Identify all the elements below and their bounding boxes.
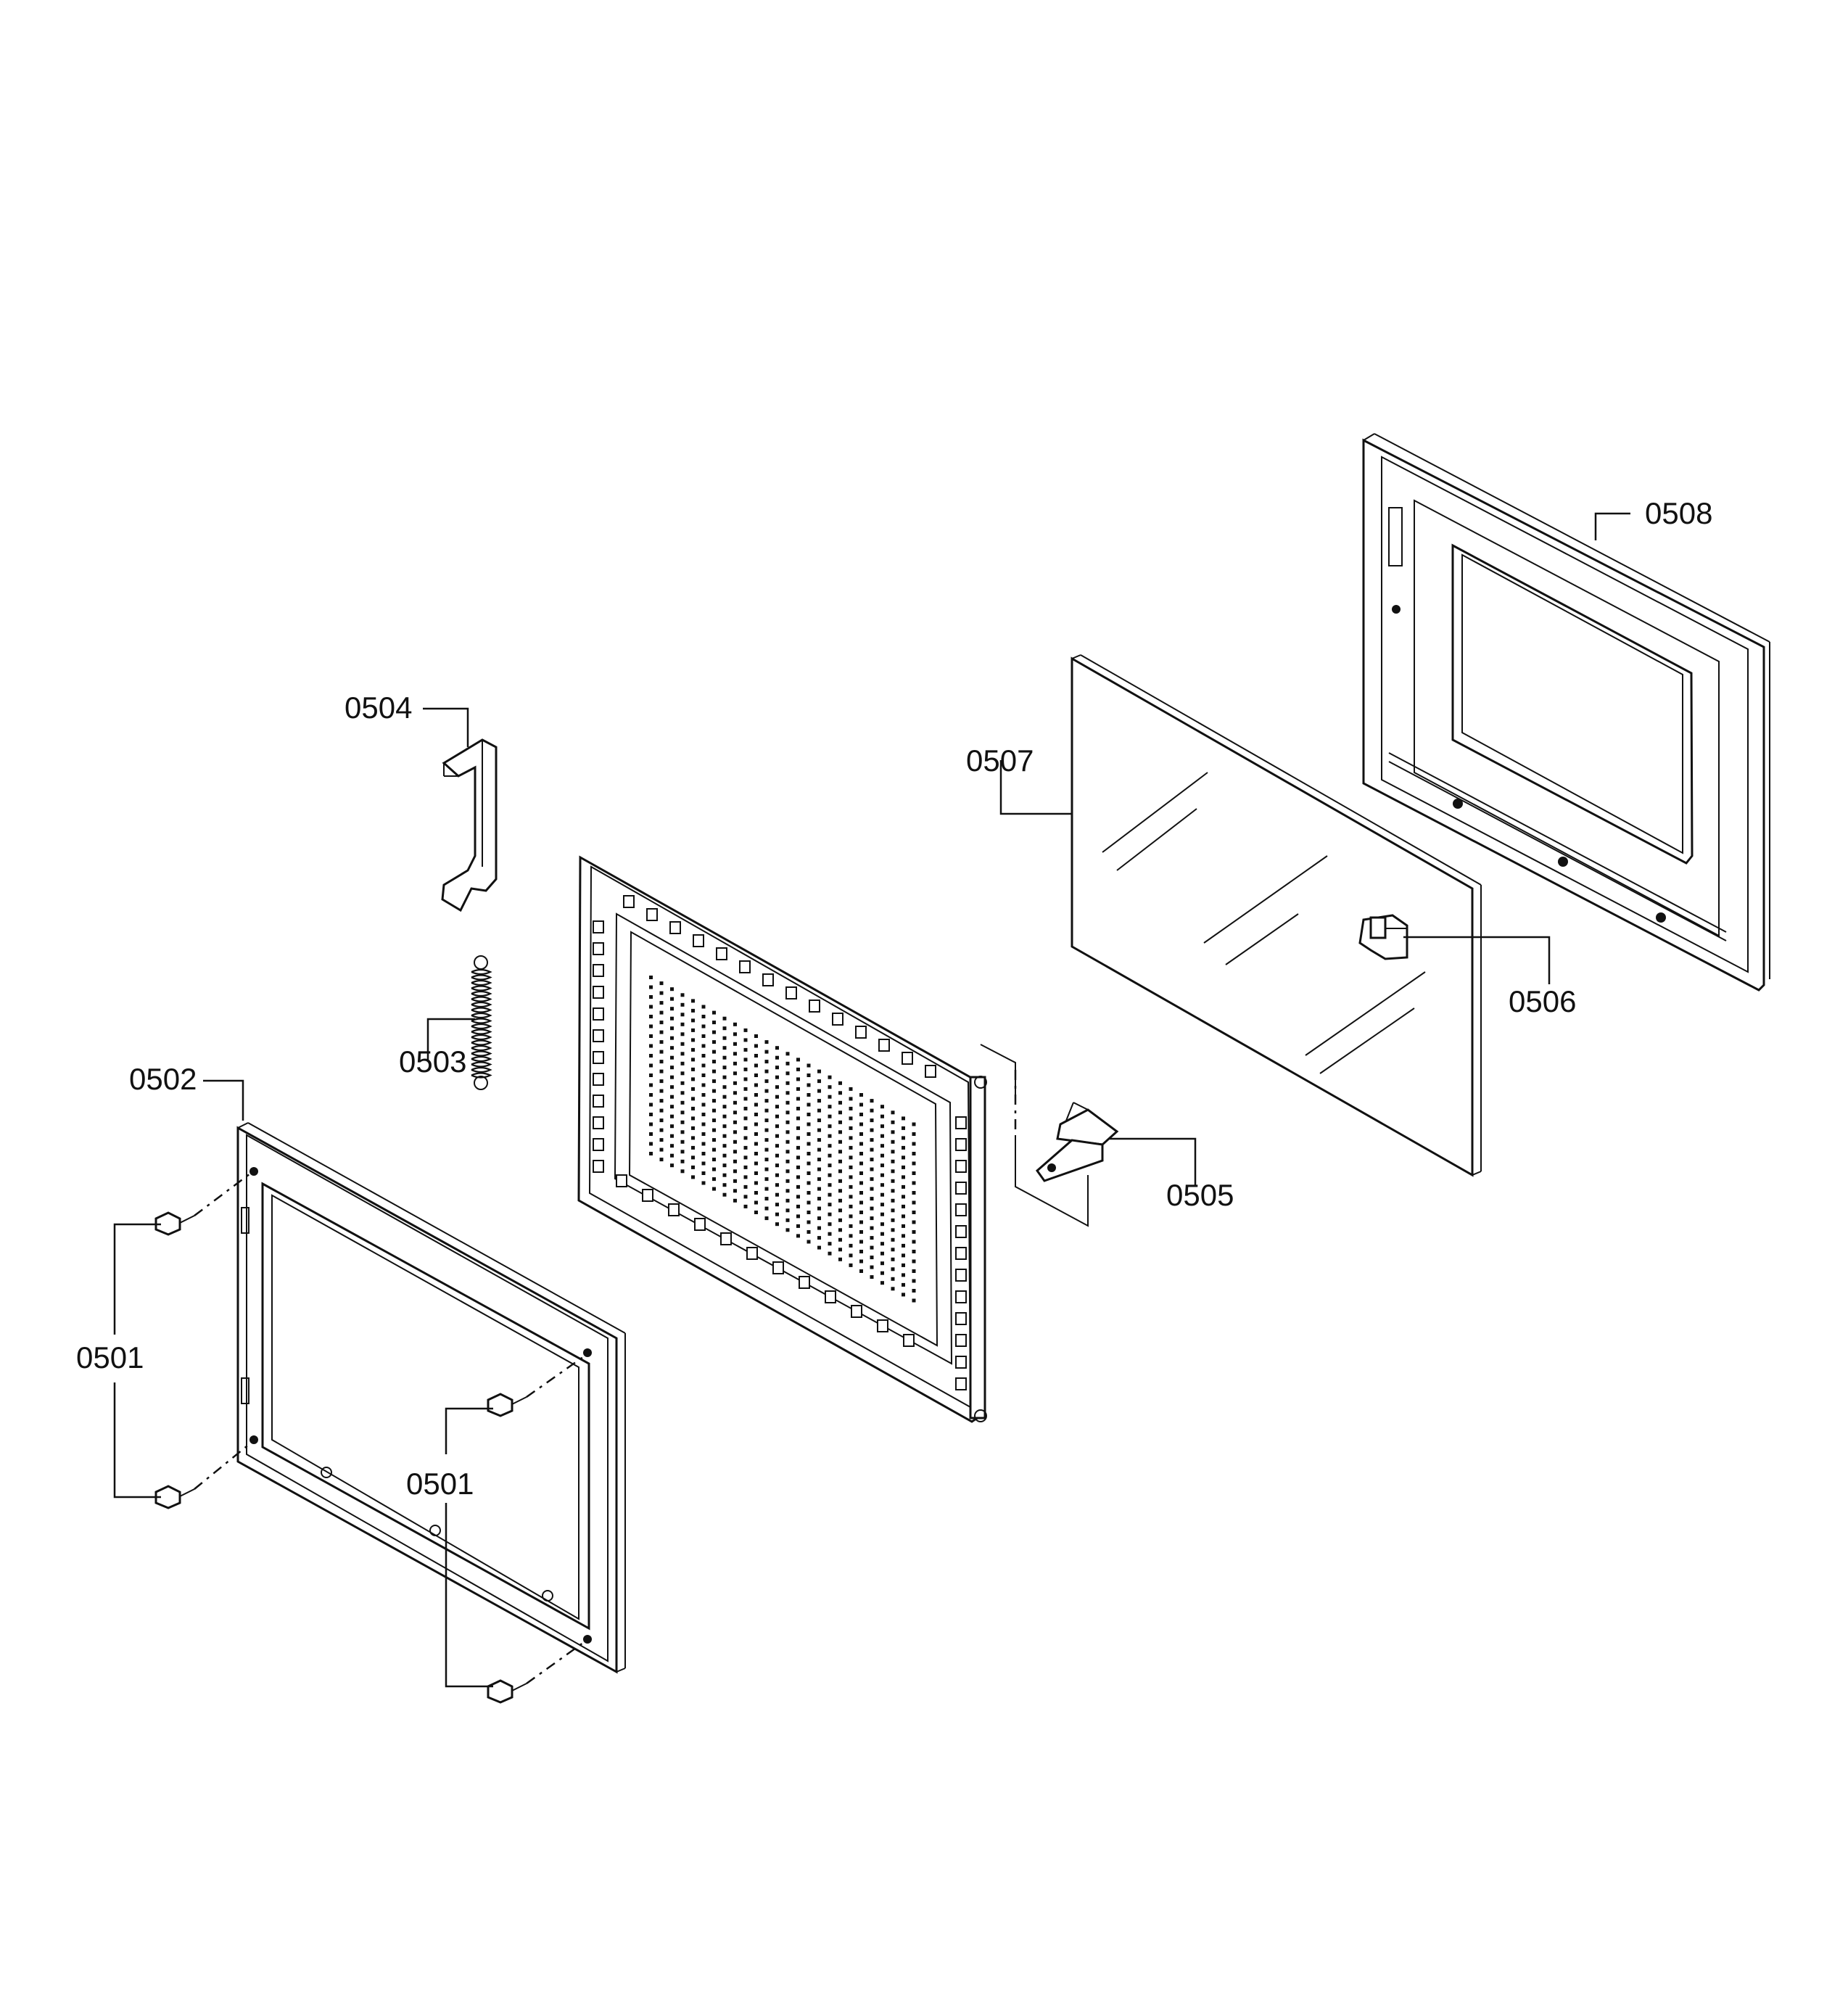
- latch-hook: [441, 738, 498, 912]
- glass-panel: [1071, 654, 1482, 1177]
- inner-door-panel: [577, 855, 987, 1423]
- part-label-0503: 0503: [399, 1044, 466, 1079]
- door-outer-frame: [236, 1122, 626, 1674]
- perforated-mesh: [649, 976, 916, 1303]
- screw-axis-line: [194, 1173, 251, 1216]
- screw-middle-right: [487, 1393, 527, 1417]
- screw-bottom-right: [487, 1679, 527, 1704]
- leader-line-0502: [203, 1079, 244, 1121]
- leader-line-0508: [1594, 512, 1630, 540]
- screw-top-left: [154, 1211, 195, 1236]
- leader-line-0501-right: [445, 1503, 493, 1688]
- screw-bottom-left: [154, 1485, 195, 1509]
- leader-line-0505: [1110, 1137, 1197, 1186]
- door-rear-frame: [1362, 433, 1770, 992]
- leader-line-0504: [423, 707, 469, 747]
- part-label-0506: 0506: [1509, 984, 1576, 1018]
- part-label-0501-left: 0501: [76, 1340, 144, 1374]
- leader-line-0501-right: [445, 1407, 493, 1454]
- leader-line-0507: [999, 760, 1072, 815]
- leader-line-0501-left: [113, 1223, 161, 1335]
- panel-tabs: [593, 895, 967, 1390]
- leader-line-0501-left: [113, 1382, 161, 1499]
- part-label-0505: 0505: [1166, 1178, 1234, 1212]
- part-label-0502: 0502: [129, 1062, 197, 1096]
- hinge-bracket: [980, 1044, 1119, 1227]
- leader-line-0506: [1403, 936, 1551, 984]
- latch-clip: [1358, 914, 1408, 960]
- spring: [471, 955, 492, 1090]
- part-label-0508: 0508: [1645, 496, 1712, 530]
- part-label-0507: 0507: [966, 743, 1034, 778]
- part-label-0504: 0504: [345, 691, 412, 725]
- leader-line-0503: [426, 1018, 475, 1061]
- part-label-0501-right: 0501: [406, 1467, 474, 1501]
